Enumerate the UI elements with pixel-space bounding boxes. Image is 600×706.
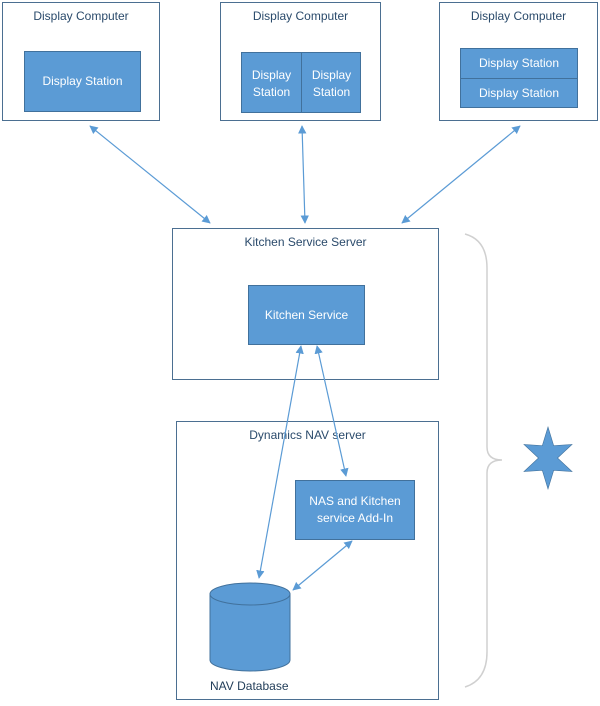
kitchen-server-title: Kitchen Service Server [244,235,367,249]
arrow-dc3-kitchen [401,125,521,224]
display-station-group: Display Station Display Station [241,52,361,113]
arrow-kitchen-database [256,345,304,579]
kitchen-service: Kitchen Service [248,285,365,345]
display-station: Display Station [311,67,352,99]
station-divider [301,53,302,112]
arrow-dc1-kitchen [89,125,211,224]
display-station-group: Display Station Display Station [460,48,578,108]
nav-database-label: NAV Database [210,679,289,693]
display-computer-3: Display Computer Display Station Display… [439,2,598,121]
display-computer-2: Display Computer Display Station Display… [220,2,381,121]
kitchen-service-server: Kitchen Service Server Kitchen Service [172,228,439,380]
display-computer-title: Display Computer [252,9,349,23]
right-brace [464,233,503,688]
arrow-kitchen-addin [314,345,349,477]
star-icon [523,425,573,491]
display-computer-title: Display Computer [470,9,567,23]
display-computer-title: Display Computer [33,9,129,23]
display-computer-1: Display Computer Display Station [2,2,160,121]
station-divider [461,78,577,79]
arrow-addin-database [292,540,353,591]
display-station: Display Station [24,51,141,112]
display-station: Display Station [478,85,560,100]
nas-kitchen-addin: NAS and Kitchen service Add-In [295,480,415,540]
arrow-dc2-kitchen [298,125,309,224]
database-cylinder-icon [209,582,291,672]
display-station: Display Station [251,67,292,99]
display-station: Display Station [478,56,560,70]
